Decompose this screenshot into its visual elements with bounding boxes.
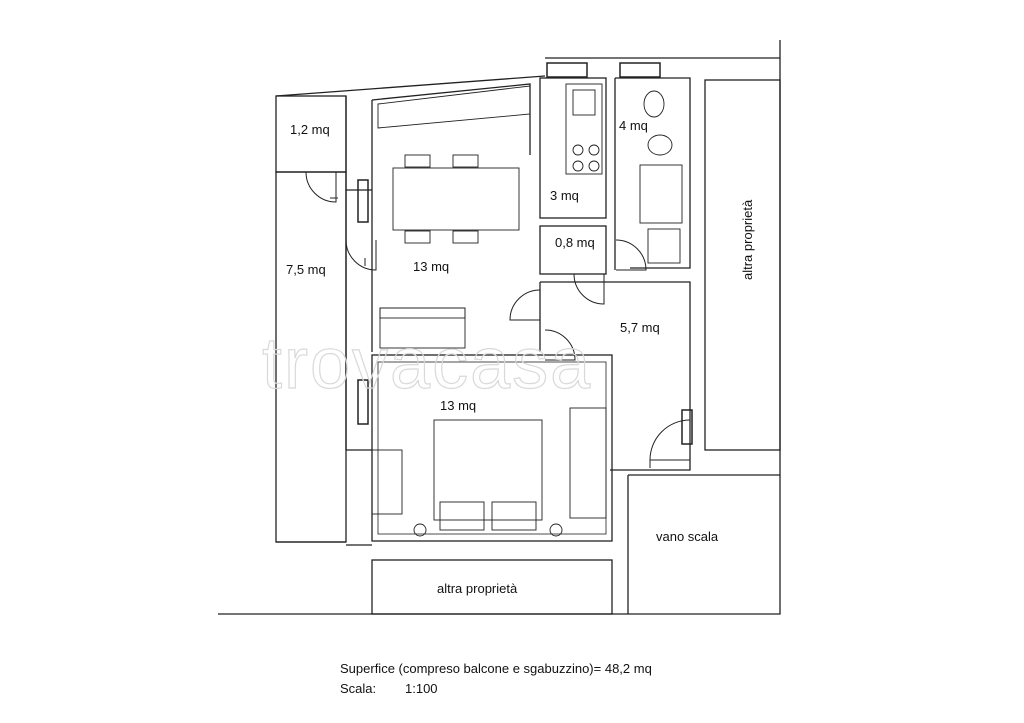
scale-value: 1:100 <box>405 681 438 696</box>
neighbor-label-bottom: altra proprietà <box>437 581 518 596</box>
room-label-small-balcony: 1,2 mq <box>290 122 330 137</box>
surface-note: Superfice (compreso balcone e sgabuzzino… <box>340 661 652 676</box>
room-label-bedroom: 13 mq <box>440 398 476 413</box>
room-label-hallway: 5,7 mq <box>620 320 660 335</box>
scale-label: Scala: <box>340 681 377 696</box>
room-label-closet: 0,8 mq <box>555 235 595 250</box>
scale-note: Scala: 1:100 <box>340 681 438 696</box>
watermark: trovacasa <box>262 324 592 404</box>
radiators <box>357 62 693 445</box>
room-label-balcony: 7,5 mq <box>286 262 326 277</box>
room-label-bathroom: 4 mq <box>619 118 648 133</box>
walls <box>275 57 781 615</box>
room-label-living: 13 mq <box>413 259 449 274</box>
furniture <box>371 83 683 537</box>
doors <box>305 171 691 468</box>
room-label-kitchen: 3 mq <box>550 188 579 203</box>
stairwell-label: vano scala <box>656 529 719 544</box>
neighbor-label-right: altra proprietà <box>740 199 755 280</box>
surface-text: Superfice (compreso balcone e sgabuzzino… <box>340 661 652 676</box>
